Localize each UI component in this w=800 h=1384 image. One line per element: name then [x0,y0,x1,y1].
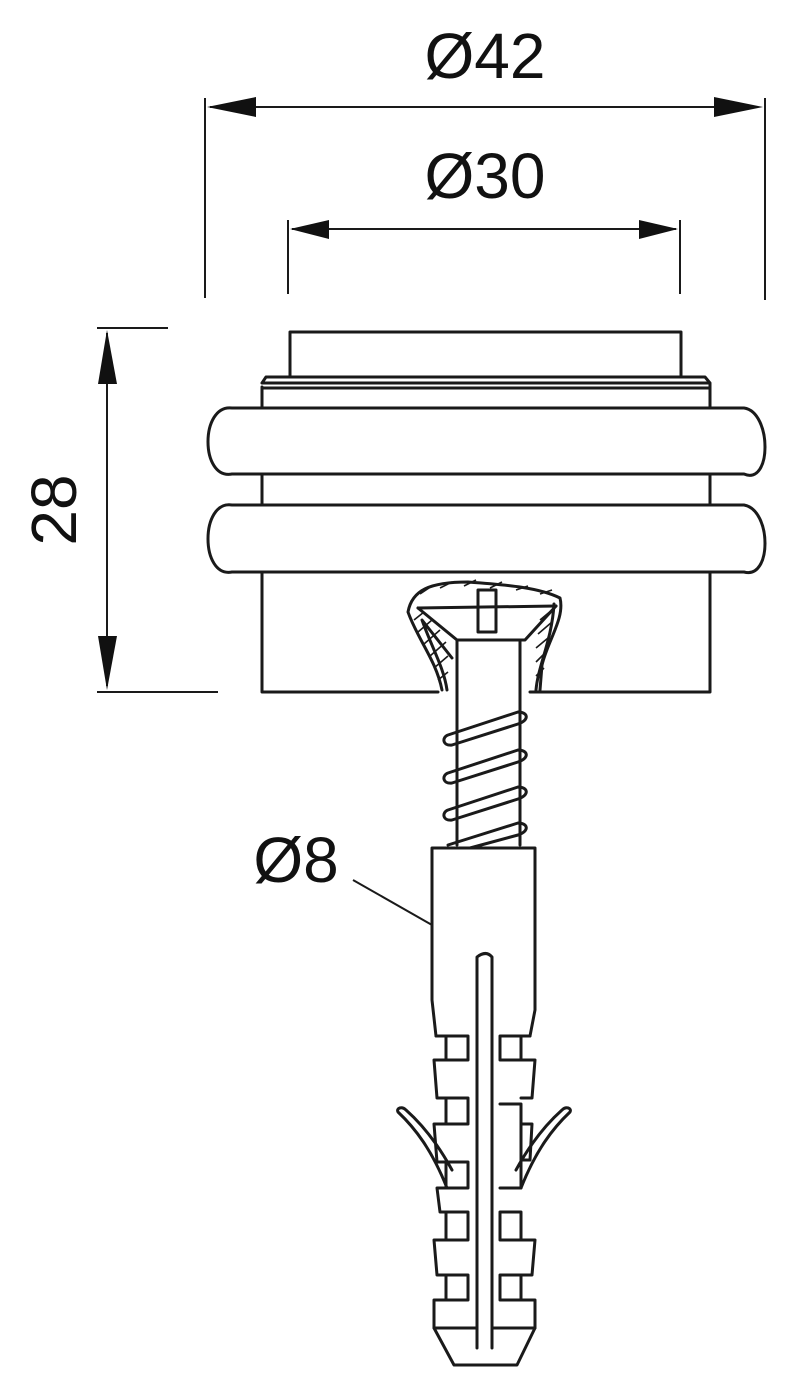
outer-diameter-label: Ø42 [425,20,546,92]
screw-threads [442,710,528,850]
plug-ribs-right [490,1034,537,1330]
dimension-height: 28 [18,327,218,693]
stopper-body [206,330,767,694]
plug-ribs-left [432,1034,479,1330]
plug-diameter-label: Ø8 [253,824,338,896]
height-label: 28 [18,474,90,545]
countersunk-screw [406,579,563,850]
dimension-plug-diameter: Ø8 [253,824,433,926]
dimension-inner-diameter: Ø30 [287,140,681,294]
inner-diameter-label: Ø30 [425,140,546,212]
dimension-outer-diameter: Ø42 [204,20,766,300]
wall-plug [396,846,572,1367]
